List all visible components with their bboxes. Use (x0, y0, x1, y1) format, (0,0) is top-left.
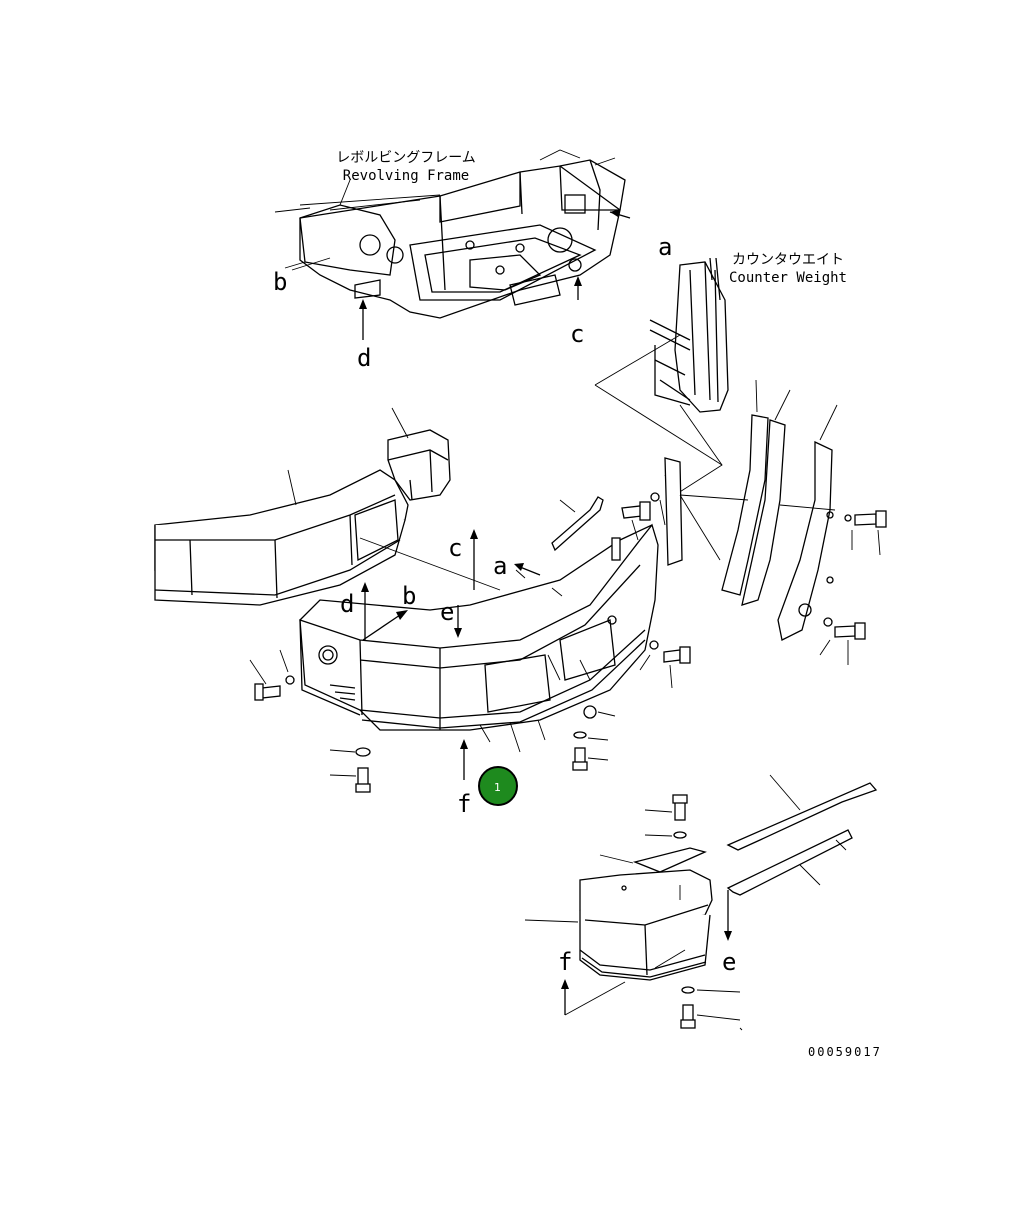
lower-arrows (561, 890, 732, 1015)
counter-weight-frame (594, 257, 729, 496)
drawing-number: 00059017 (808, 1045, 882, 1059)
letter-e-low: e (722, 948, 736, 976)
counterweight-main (299, 523, 659, 753)
counterweight-arrows (361, 496, 621, 780)
letter-f-mid: f (457, 790, 471, 818)
letter-b-top: b (273, 268, 287, 296)
letter-a-top: a (658, 233, 672, 261)
letter-d-mid: d (340, 590, 354, 618)
callout-1[interactable]: 1 (478, 766, 518, 806)
counterweight-left-piece (154, 407, 501, 606)
letter-a-mid: a (493, 552, 507, 580)
letter-e-mid: e (440, 598, 454, 626)
frame-arrows (291, 209, 631, 340)
bolts-right (621, 492, 887, 689)
letter-d-top: d (357, 344, 371, 372)
lower-detail (524, 774, 878, 1031)
callout-number: 1 (494, 781, 501, 794)
revolving-frame-label-jp: レボルビングフレーム (336, 150, 476, 166)
bolts-main (249, 649, 616, 793)
counter-weight-label-jp: カウンタウエイト (732, 252, 844, 268)
letter-c-top: c (570, 320, 584, 348)
revolving-frame (274, 149, 626, 319)
letter-c-mid: c (448, 534, 462, 562)
counter-weight-label-en: Counter Weight (729, 270, 847, 286)
letter-b-mid: b (402, 582, 416, 610)
revolving-frame-label-en: Revolving Frame (343, 168, 469, 184)
side-brackets (664, 379, 838, 641)
letter-f-low: f (558, 948, 572, 976)
